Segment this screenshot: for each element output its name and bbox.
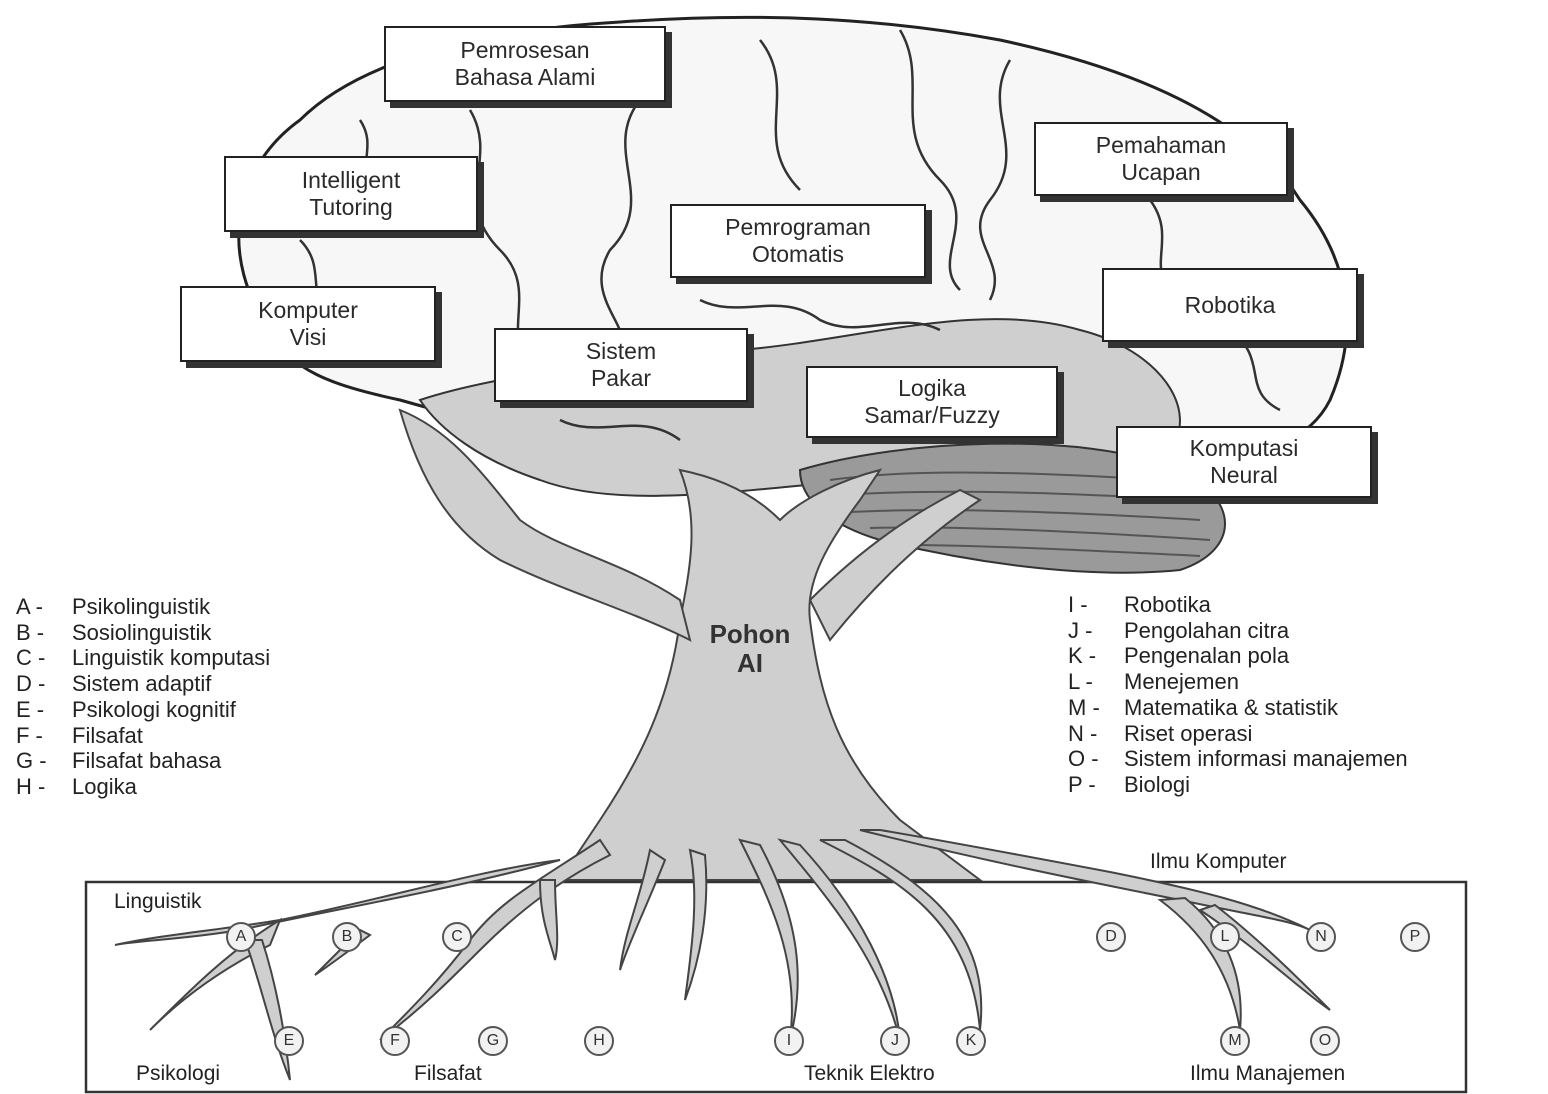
legend-key: L -	[1068, 669, 1093, 695]
legend-right: I - Robotika J - Pengolahan citra K - Penge…	[1068, 592, 1408, 798]
legend-label: Matematika & statistik	[1124, 694, 1338, 720]
legend-left: A - Psikolinguistik B - Sosiolinguistik C …	[16, 594, 270, 800]
legend-key: B -	[16, 619, 45, 645]
legend-row: P - Biologi	[1068, 772, 1408, 798]
legend-key: K -	[1068, 643, 1097, 669]
legend-label: Menejemen	[1124, 669, 1239, 695]
root-node-d: D	[1096, 922, 1126, 952]
root-node-l: L	[1210, 922, 1240, 952]
legend-row: H - Logika	[16, 774, 270, 800]
root-node-f: F	[380, 1026, 410, 1056]
legend-row: M - Matematika & statistik	[1068, 695, 1408, 721]
legend-key: N -	[1068, 720, 1098, 746]
root-node-p: P	[1400, 922, 1430, 952]
legend-row: B - Sosiolinguistik	[16, 620, 270, 646]
legend-key: D -	[16, 671, 46, 697]
box-label: Sistem Pakar	[585, 338, 657, 391]
legend-key: F -	[16, 722, 43, 748]
box-label: Pemahaman Ucapan	[1095, 132, 1227, 185]
root-node-b: B	[332, 922, 362, 952]
legend-key: G -	[16, 748, 47, 774]
tree-branch-left	[398, 408, 692, 642]
box-label: Komputasi Neural	[1189, 435, 1299, 488]
box-label: Pemrosesan Bahasa Alami	[454, 37, 596, 90]
legend-row: F - Filsafat	[16, 723, 270, 749]
legend-key: O -	[1068, 746, 1099, 772]
root-node-j: J	[880, 1026, 910, 1056]
tree-branch-right	[808, 488, 982, 642]
legend-key: E -	[16, 696, 45, 722]
legend-label: Pengolahan citra	[1124, 617, 1290, 643]
legend-key: H -	[16, 773, 46, 799]
legend-row: C - Linguistik komputasi	[16, 645, 270, 671]
legend-label: Sistem adaptif	[72, 671, 212, 697]
box-komputer-visi: Komputer Visi	[180, 286, 436, 362]
box-label: Komputer Visi	[258, 297, 358, 350]
box-label: Robotika	[1184, 291, 1276, 318]
box-logika-samar-fuzzy: Logika Samar/Fuzzy	[806, 366, 1058, 438]
legend-key: P -	[1068, 771, 1096, 797]
legend-label: Sistem informasi manajemen	[1124, 746, 1408, 772]
ground-label-ilmu-komputer: Ilmu Komputer	[1150, 850, 1287, 873]
box-label: Pemrograman Otomatis	[725, 214, 871, 267]
legend-label: Pengenalan pola	[1124, 643, 1290, 669]
legend-key: M -	[1068, 694, 1100, 720]
root-node-m: M	[1220, 1026, 1250, 1056]
root-node-h: H	[584, 1026, 614, 1056]
legend-key: J -	[1068, 617, 1093, 643]
box-pemrosesan-bahasa-alami: Pemrosesan Bahasa Alami	[384, 26, 666, 102]
root-node-o: O	[1310, 1026, 1340, 1056]
ground-label-psikologi: Psikologi	[136, 1062, 221, 1085]
legend-row: I - Robotika	[1068, 592, 1408, 618]
box-sistem-pakar: Sistem Pakar	[494, 328, 748, 402]
ground-label-teknik-elektro: Teknik Elektro	[804, 1062, 935, 1085]
tree-title-line-1: Pohon	[709, 619, 791, 649]
legend-key: I -	[1068, 592, 1088, 617]
box-robotika: Robotika	[1102, 268, 1358, 342]
box-label: Intelligent Tutoring	[301, 167, 401, 220]
legend-row: K - Pengenalan pola	[1068, 643, 1408, 669]
legend-label: Robotika	[1124, 592, 1211, 617]
root-node-c: C	[442, 922, 472, 952]
ground-label-linguistik: Linguistik	[114, 890, 202, 913]
legend-row: N - Riset operasi	[1068, 721, 1408, 747]
root-node-e: E	[274, 1026, 304, 1056]
tree-title-line-2: AI	[737, 648, 763, 678]
root-node-g: G	[478, 1026, 508, 1056]
legend-label: Logika	[72, 773, 137, 799]
legend-key: A -	[16, 594, 43, 619]
box-komputasi-neural: Komputasi Neural	[1116, 426, 1372, 498]
box-pemrograman-otomatis: Pemrograman Otomatis	[670, 204, 926, 278]
legend-row: E - Psikologi kognitif	[16, 697, 270, 723]
root-node-k: K	[956, 1026, 986, 1056]
legend-row: J - Pengolahan citra	[1068, 618, 1408, 644]
legend-label: Psikolinguistik	[72, 594, 211, 619]
root-node-a: A	[226, 922, 256, 952]
ground-label-ilmu-manajemen: Ilmu Manajemen	[1190, 1062, 1346, 1085]
root-node-n: N	[1306, 922, 1336, 952]
legend-label: Riset operasi	[1124, 720, 1253, 746]
box-label: Logika Samar/Fuzzy	[864, 375, 1000, 428]
legend-label: Filsafat	[72, 722, 143, 748]
legend-label: Psikologi kognitif	[72, 696, 236, 722]
box-pemahaman-ucapan: Pemahaman Ucapan	[1034, 122, 1288, 196]
tree-title: Pohon AI	[690, 620, 810, 678]
legend-row: A - Psikolinguistik	[16, 594, 270, 620]
legend-key: C -	[16, 645, 46, 671]
legend-row: G - Filsafat bahasa	[16, 748, 270, 774]
box-intelligent-tutoring: Intelligent Tutoring	[224, 156, 478, 232]
legend-row: L - Menejemen	[1068, 669, 1408, 695]
legend-label: Filsafat bahasa	[72, 748, 222, 774]
root-node-i: I	[774, 1026, 804, 1056]
legend-row: D - Sistem adaptif	[16, 671, 270, 697]
legend-label: Biologi	[1124, 771, 1191, 797]
legend-row: O - Sistem informasi manajemen	[1068, 746, 1408, 772]
legend-label: Sosiolinguistik	[72, 619, 212, 645]
ground-label-filsafat: Filsafat	[414, 1062, 482, 1085]
legend-label: Linguistik komputasi	[72, 645, 271, 671]
